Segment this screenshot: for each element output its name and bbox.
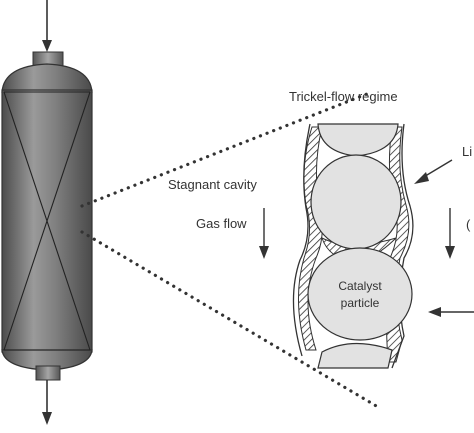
pore-detail	[292, 123, 414, 369]
reactor-vessel	[1, 51, 93, 381]
packed-bed-cross	[3, 91, 91, 351]
zoom-line-lower	[80, 230, 380, 409]
gas-flow-arrow-right	[445, 208, 455, 259]
gas-flow-label: Gas flow	[196, 216, 247, 231]
catalyst-particle	[307, 247, 413, 341]
stagnant-cavity-label: Stagnant cavity	[168, 177, 257, 192]
particle-pointer-arrow	[428, 307, 474, 317]
bottom-nozzle	[35, 365, 61, 381]
catalyst-label-line1: Catalyst	[338, 279, 382, 293]
inlet-arrow	[42, 0, 52, 52]
channel-wall-left	[292, 123, 311, 357]
regime-label: Trickel-flow regime	[289, 89, 398, 104]
gas-flow-arrow-left	[259, 208, 269, 259]
liquid-pointer-arrow	[414, 159, 453, 184]
particle-top	[317, 123, 399, 157]
particle-bottom	[317, 342, 393, 369]
top-dome	[1, 63, 93, 93]
cut-off-label-mid: (	[466, 217, 471, 232]
zoom-lines	[80, 90, 380, 409]
catalyst-label-line2: particle	[341, 296, 380, 310]
outlet-arrow	[42, 380, 52, 425]
zoom-line-upper	[80, 90, 374, 208]
particle-middle	[310, 154, 402, 250]
cut-off-label-top: Li	[462, 144, 472, 159]
